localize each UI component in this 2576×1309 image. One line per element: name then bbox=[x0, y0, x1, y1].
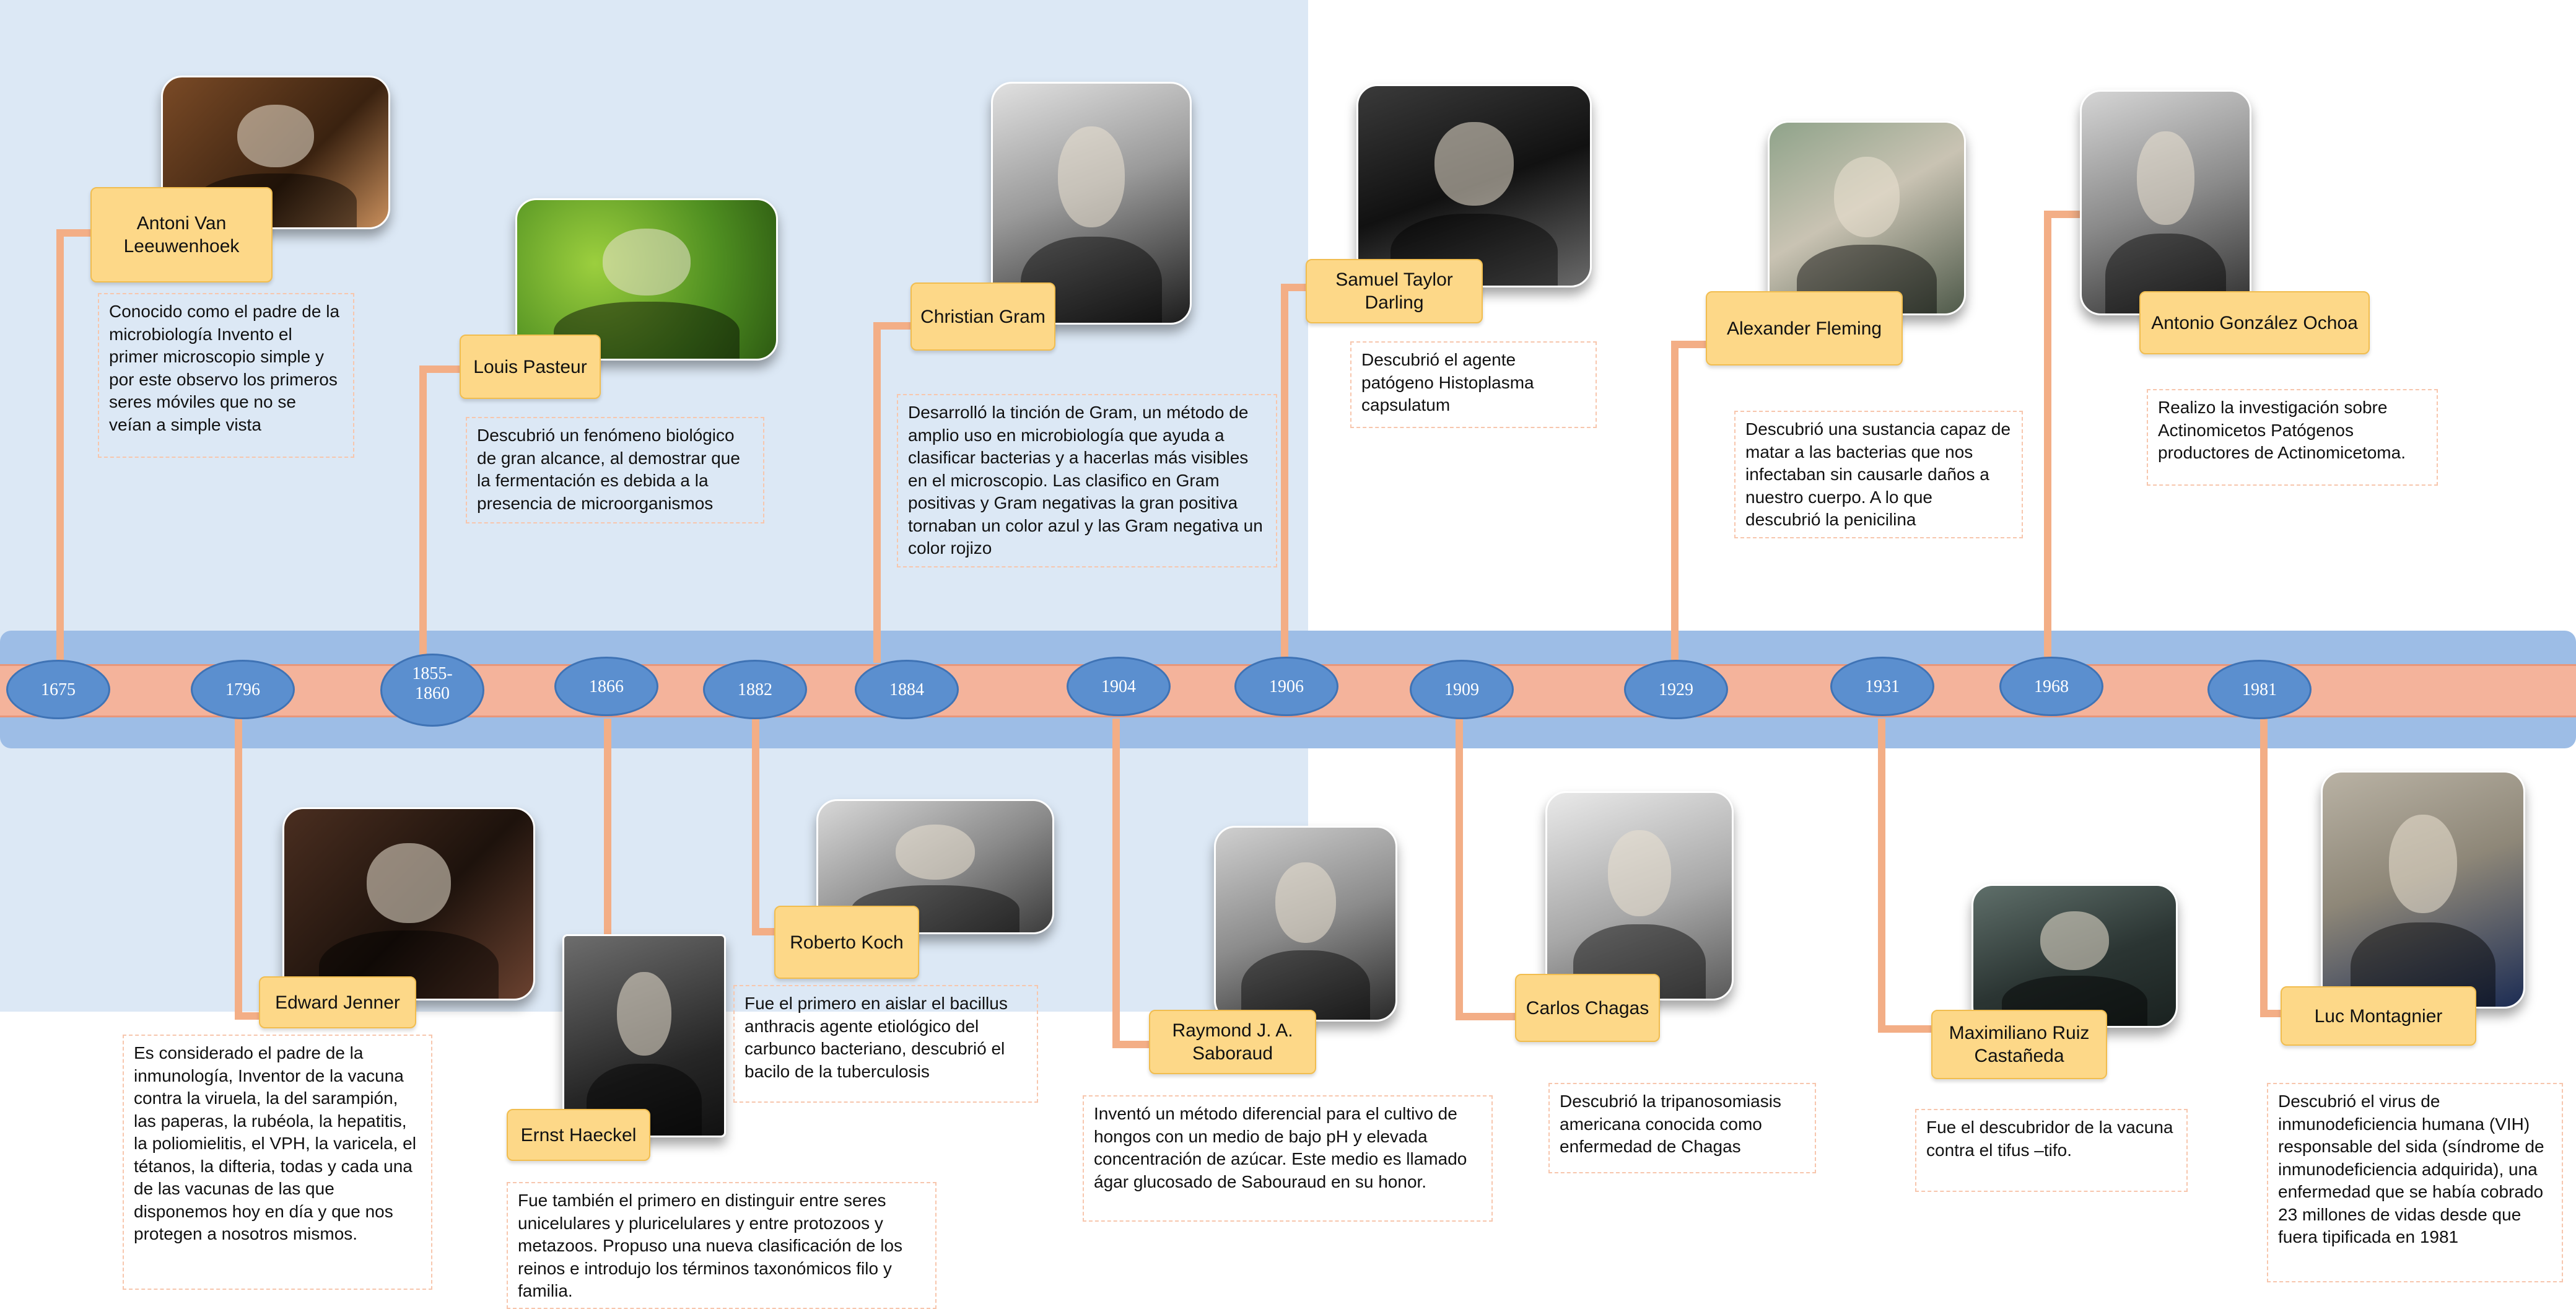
year-node-1981: 1981 bbox=[2207, 660, 2312, 719]
connector-1906 bbox=[1281, 284, 1288, 663]
connector-1909-h bbox=[1456, 1013, 1517, 1020]
year-node-1796: 1796 bbox=[191, 660, 295, 719]
portrait-darling bbox=[1356, 84, 1592, 287]
connector-1866 bbox=[604, 719, 611, 935]
connector-1855-h bbox=[419, 366, 463, 373]
year-node-1866: 1866 bbox=[554, 657, 658, 716]
connector-1796 bbox=[235, 719, 242, 1020]
connector-1968 bbox=[2044, 211, 2051, 663]
year-node-1968: 1968 bbox=[1999, 657, 2103, 716]
year-node-1882: 1882 bbox=[703, 660, 807, 719]
connector-1981 bbox=[2260, 719, 2268, 1016]
desc-saboraud: Inventó un método diferencial para el cu… bbox=[1083, 1095, 1493, 1222]
desc-darling: Descubrió el agente patógeno Histoplasma… bbox=[1350, 341, 1597, 428]
name-box-gram: Christian Gram bbox=[910, 282, 1055, 351]
portrait-ruiz-castaneda bbox=[1971, 884, 2178, 1028]
connector-1675 bbox=[56, 229, 64, 663]
name-box-jenner: Edward Jenner bbox=[259, 976, 416, 1028]
connector-1884-h bbox=[873, 322, 910, 330]
desc-chagas: Descubrió la tripanosomiasis americana c… bbox=[1548, 1083, 1816, 1173]
year-node-1909: 1909 bbox=[1410, 660, 1514, 719]
portrait-fleming bbox=[1768, 121, 1966, 315]
connector-1929-h bbox=[1671, 341, 1708, 348]
desc-koch: Fue el primero en aislar el bacillus ant… bbox=[733, 985, 1038, 1103]
year-node-1675: 1675 bbox=[6, 660, 110, 719]
name-box-fleming: Alexander Fleming bbox=[1706, 291, 1903, 366]
desc-pasteur: Descubrió un fenómeno biológico de gran … bbox=[466, 417, 764, 523]
desc-gram: Desarrolló la tinción de Gram, un método… bbox=[897, 394, 1277, 567]
year-node-1904: 1904 bbox=[1067, 657, 1171, 716]
name-box-leeuwenhoek: Antoni Van Leeuwenhoek bbox=[90, 187, 273, 282]
name-box-montagnier: Luc Montagnier bbox=[2281, 986, 2476, 1046]
connector-1904-h bbox=[1112, 1041, 1151, 1048]
connector-1931 bbox=[1878, 719, 1885, 1031]
connector-1855 bbox=[419, 366, 427, 663]
name-box-saboraud: Raymond J. A. Saboraud bbox=[1149, 1010, 1316, 1074]
portrait-jenner bbox=[282, 807, 535, 1000]
portrait-gonzalez-ochoa bbox=[2080, 90, 2251, 315]
year-node-1931: 1931 bbox=[1830, 657, 1934, 716]
desc-leeuwenhoek: Conocido como el padre de la microbiolog… bbox=[98, 293, 354, 458]
connector-1882-h bbox=[752, 928, 777, 935]
connector-1931-h bbox=[1878, 1025, 1932, 1033]
connector-1904 bbox=[1112, 719, 1120, 1047]
connector-1981-h bbox=[2260, 1010, 2285, 1017]
connector-1796-h bbox=[235, 1012, 263, 1020]
name-box-gonzalez-ochoa: Antonio González Ochoa bbox=[2139, 291, 2370, 354]
name-box-koch: Roberto Koch bbox=[774, 906, 919, 979]
connector-1882 bbox=[752, 719, 759, 935]
name-box-chagas: Carlos Chagas bbox=[1515, 974, 1660, 1042]
year-node-1855: 1855- 1860 bbox=[380, 654, 484, 727]
portrait-haeckel bbox=[562, 934, 726, 1137]
year-node-1929: 1929 bbox=[1624, 660, 1728, 719]
portrait-montagnier bbox=[2321, 771, 2525, 1009]
connector-1906-h bbox=[1281, 284, 1309, 291]
desc-ruiz-castaneda: Fue el descubridor de la vacuna contra e… bbox=[1915, 1109, 2188, 1192]
connector-1675-h bbox=[56, 229, 94, 237]
name-box-darling: Samuel Taylor Darling bbox=[1306, 259, 1483, 323]
name-box-haeckel: Ernst Haeckel bbox=[507, 1109, 650, 1161]
connector-1968-h bbox=[2044, 211, 2084, 218]
name-box-pasteur: Louis Pasteur bbox=[460, 335, 601, 399]
year-node-1906: 1906 bbox=[1234, 657, 1338, 716]
desc-gonzalez-ochoa: Realizo la investigación sobre Actinomic… bbox=[2147, 389, 2438, 486]
portrait-saboraud bbox=[1214, 826, 1397, 1022]
desc-haeckel: Fue también el primero en distinguir ent… bbox=[507, 1182, 937, 1309]
desc-jenner: Es considerado el padre de la inmunologí… bbox=[123, 1035, 432, 1290]
desc-fleming: Descubrió una sustancia capaz de matar a… bbox=[1734, 411, 2023, 538]
connector-1929 bbox=[1671, 341, 1679, 663]
year-node-1884: 1884 bbox=[855, 660, 959, 719]
connector-1884 bbox=[873, 322, 881, 663]
portrait-pasteur bbox=[515, 198, 778, 361]
name-box-ruiz-castaneda: Maximiliano Ruiz Castañeda bbox=[1931, 1010, 2107, 1079]
desc-montagnier: Descubrió el virus de inmunodeficiencia … bbox=[2267, 1083, 2563, 1282]
connector-1909 bbox=[1456, 719, 1463, 1019]
portrait-chagas bbox=[1545, 791, 1734, 1000]
